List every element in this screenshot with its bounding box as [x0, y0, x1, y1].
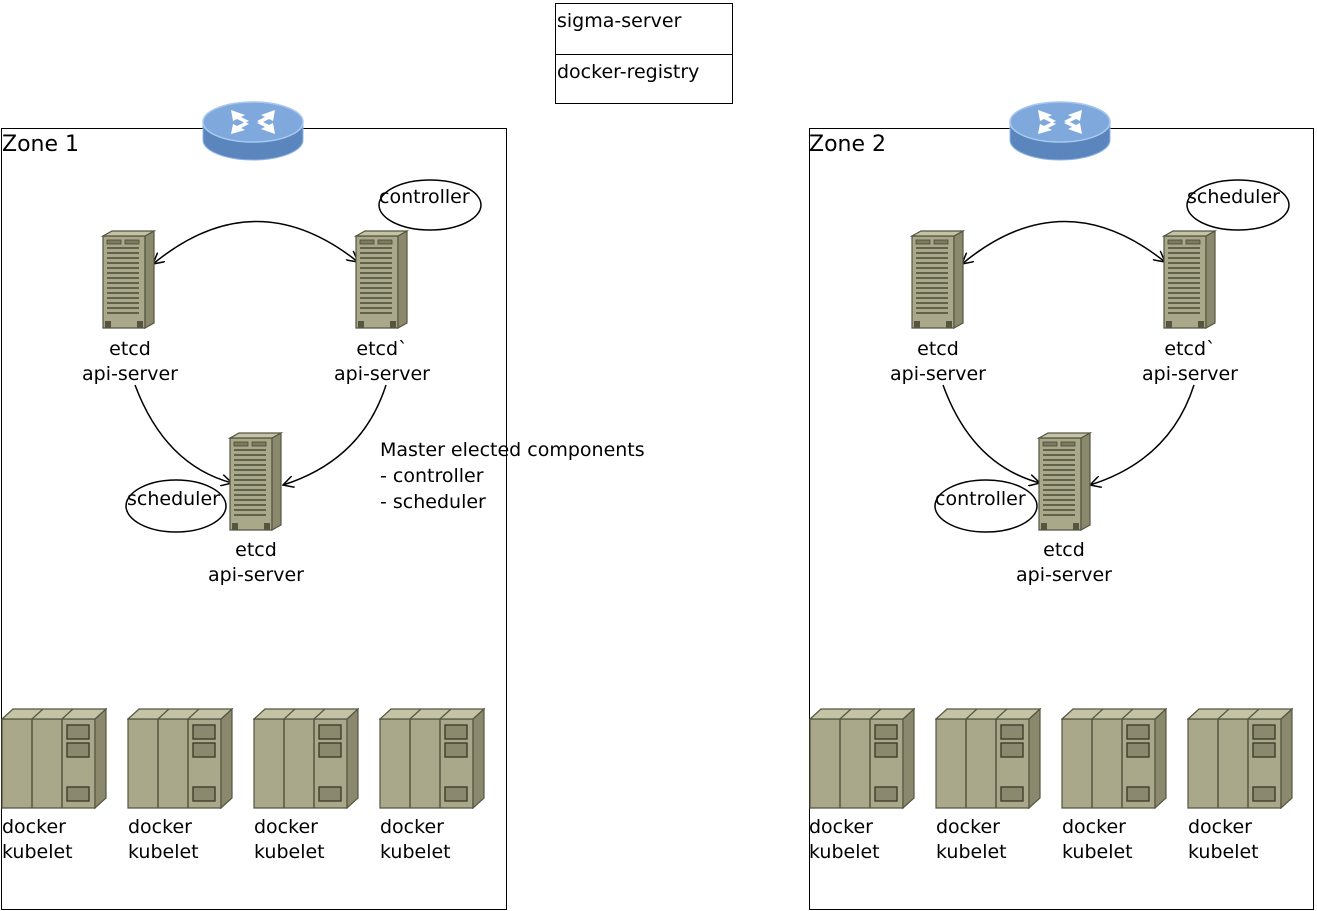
master-label: etcd`api-server: [334, 338, 430, 385]
scheduler-ellipse-z2: [1186, 179, 1290, 231]
master-server-icon: [228, 430, 284, 532]
worker-node-icon: [253, 707, 359, 809]
master-server-icon: [910, 228, 966, 330]
worker-node-icon: [935, 707, 1041, 809]
arrow-master-1-3-z2: [942, 384, 1040, 483]
arrow-master-2-3: [283, 384, 387, 485]
worker-node-icon: [127, 707, 233, 809]
scheduler-ellipse: [125, 479, 227, 533]
master-server-icon: [101, 228, 157, 330]
role-label-controller: controller: [379, 186, 470, 208]
role-label-controller: controller: [935, 488, 1026, 510]
master-elected-note: Master elected components - controller -…: [380, 437, 645, 515]
worker-node-icon: [379, 707, 485, 809]
zone-2-title: Zone 2: [809, 132, 886, 157]
arrow-master-1-2: [153, 220, 358, 264]
controller-ellipse-z2: [934, 479, 1038, 533]
arrow-master-1-2-z2: [962, 220, 1165, 264]
worker-node-icon: [1187, 707, 1293, 809]
zone-1-title: Zone 1: [2, 132, 79, 157]
worker-node-icon: [1, 707, 107, 809]
controller-ellipse: [378, 179, 482, 231]
legend-sigma-server: sigma-server: [557, 10, 682, 32]
master-server-icon: [1037, 430, 1093, 532]
master-label: etcd`api-server: [1142, 338, 1238, 385]
legend-box: sigma-server docker-registry: [555, 3, 733, 104]
master-server-icon: [354, 228, 410, 330]
arrow-master-2-3-z2: [1090, 384, 1195, 485]
role-label-scheduler: scheduler: [127, 488, 220, 510]
note-title: Master elected components: [380, 439, 645, 461]
arrow-master-1-3: [134, 384, 232, 483]
worker-node-icon: [1061, 707, 1167, 809]
note-item: - controller: [380, 465, 484, 487]
master-server-icon: [1162, 228, 1218, 330]
legend-docker-registry: docker-registry: [556, 54, 732, 104]
worker-node-icon: [809, 707, 915, 809]
note-item: - scheduler: [380, 491, 486, 513]
role-label-scheduler: scheduler: [1187, 186, 1280, 208]
